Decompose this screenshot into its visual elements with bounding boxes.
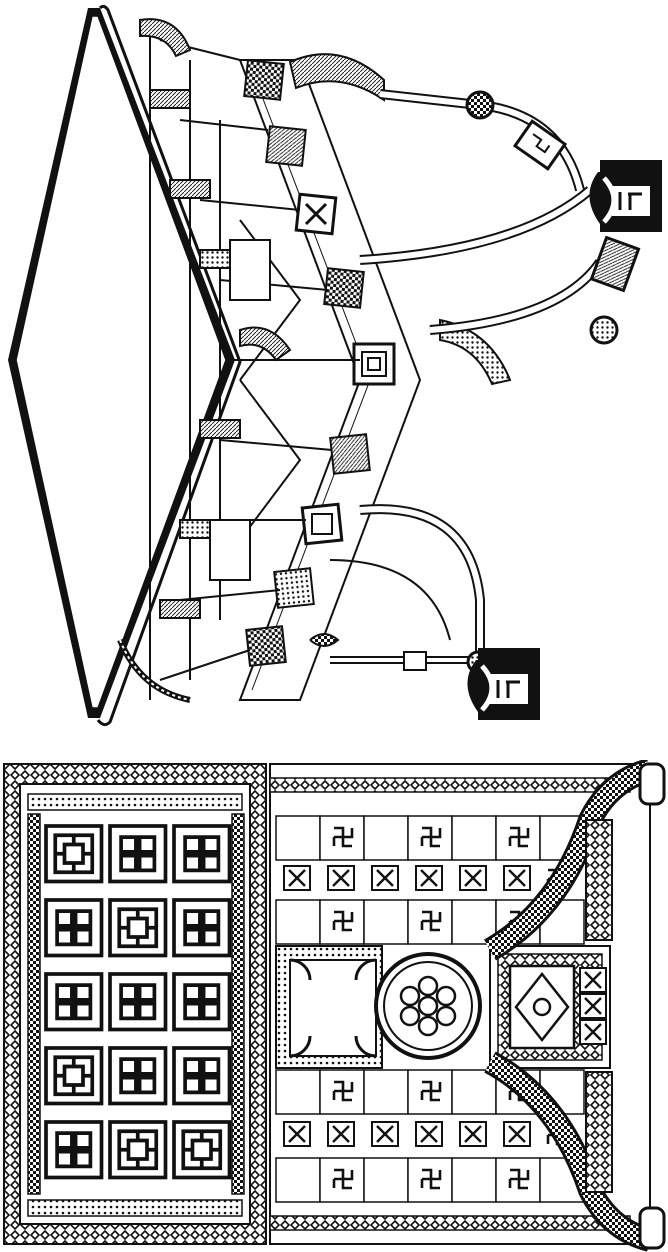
central-medallion-band: [275, 945, 482, 1069]
table-perspective-svg: [8, 4, 662, 727]
plan-end-caps: [638, 762, 666, 1250]
table-perspective-illustration: [8, 4, 662, 727]
table-feet: [467, 160, 662, 720]
table-top: [8, 4, 242, 727]
beam-panels: [243, 59, 396, 667]
stretcher-ornaments: [117, 633, 427, 703]
apron-arches: [139, 18, 512, 386]
table-plan-svg: [3, 760, 666, 1252]
right-ornament-band: [489, 945, 611, 1069]
inner-framework: [149, 30, 360, 700]
left-ornament-grid: [44, 824, 232, 1180]
table-plan-illustration: [0, 760, 668, 1252]
curved-straps: [483, 760, 654, 1252]
lower-tile-grid: [275, 1069, 585, 1203]
